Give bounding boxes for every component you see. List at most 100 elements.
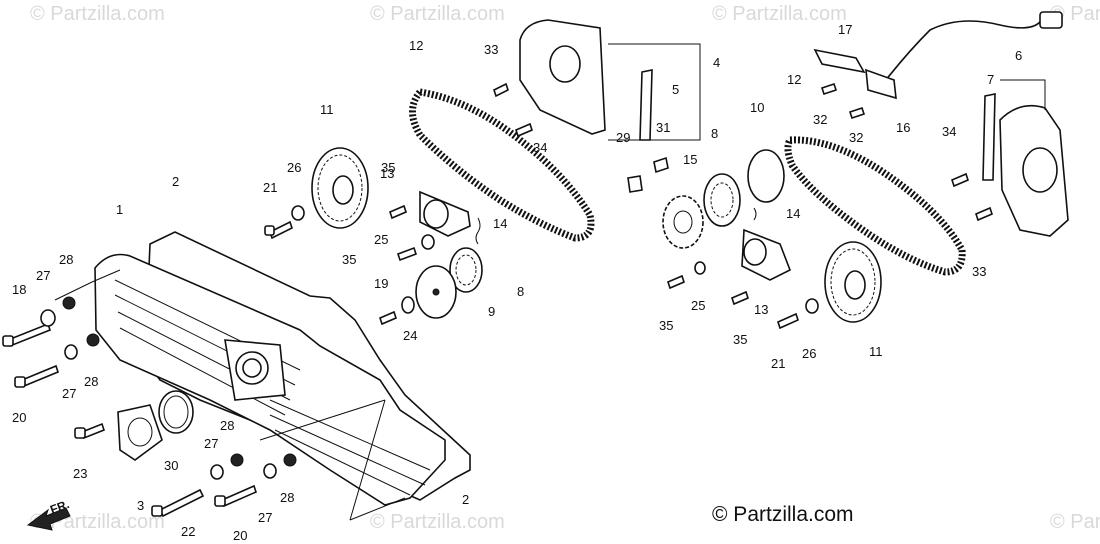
callout-27: 27 (204, 436, 218, 451)
callout-24: 24 (403, 328, 417, 343)
washer-26 (805, 298, 819, 314)
callout-35: 35 (659, 318, 673, 333)
callout-28: 28 (59, 252, 73, 267)
bolt-31 (653, 156, 669, 174)
cover-rib (274, 429, 411, 496)
sensor-16 (865, 68, 897, 100)
cover-rib (119, 327, 286, 416)
callout-18: 18 (12, 282, 26, 297)
callout-27: 27 (36, 268, 50, 283)
washer-27 (210, 464, 224, 480)
pulley-teeth (317, 154, 363, 222)
callout-2: 2 (172, 174, 179, 189)
leader (91, 269, 121, 283)
callout-23: 23 (73, 466, 87, 481)
cover-rib (269, 399, 431, 471)
washer-27 (40, 309, 56, 327)
callout-28: 28 (280, 490, 294, 505)
callout-25: 25 (691, 298, 705, 313)
cap-dome (127, 417, 153, 447)
callout-2: 2 (462, 492, 469, 507)
callout-13: 13 (380, 166, 394, 181)
callout-4: 4 (713, 55, 720, 70)
callout-30: 30 (164, 458, 178, 473)
watermark: © Partzilla.com (370, 511, 505, 533)
callout-28: 28 (220, 418, 234, 433)
sensor-wire (877, 20, 1041, 91)
bolt-22 (158, 488, 205, 518)
callout-26: 26 (802, 346, 816, 361)
watermarks: © Partzilla.com © Partzilla.com © Partzi… (30, 3, 1100, 533)
callout-26: 26 (287, 160, 301, 175)
callout-35: 35 (733, 332, 747, 347)
watermark: © Partzilla.com (1050, 511, 1100, 533)
bolt-21 (777, 312, 799, 330)
right-pulley-group (608, 11, 1069, 330)
callout-13: 13 (754, 302, 768, 317)
bolt-35 (389, 204, 407, 220)
spring-14-right (753, 207, 757, 221)
bolt-33 (975, 206, 993, 222)
callout-29: 29 (616, 130, 630, 145)
callout-numbers: 1 2 2 3 4 5 6 7 8 8 9 10 11 11 12 12 13 … (12, 22, 1022, 543)
callout-31: 31 (656, 120, 670, 135)
bracket-5 (639, 69, 653, 141)
callout-20: 20 (12, 410, 26, 425)
timing-belt (409, 88, 595, 242)
watermark: © Partzilla.com (712, 3, 847, 25)
bolt-34 (515, 122, 533, 138)
callout-8: 8 (711, 126, 718, 141)
back-cover-hole (549, 45, 581, 83)
bolt-head (14, 376, 26, 388)
callout-35: 35 (381, 160, 395, 175)
tensioner-roller (743, 238, 767, 266)
callout-15: 15 (683, 152, 697, 167)
bolt-21 (269, 220, 293, 240)
bolt-20 (221, 484, 257, 508)
callout-8: 8 (517, 284, 524, 299)
clip-29 (627, 175, 643, 193)
sprocket-15 (662, 195, 704, 249)
leader (259, 399, 386, 441)
bolt-head (264, 225, 275, 236)
bolt-35 (731, 290, 749, 306)
cover-hub-inner (242, 358, 262, 378)
bolt-head (2, 335, 14, 347)
callout-34: 34 (942, 124, 956, 139)
bolt-head (74, 427, 86, 439)
callout-14: 14 (786, 206, 800, 221)
bolt-head (214, 495, 226, 507)
callout-27: 27 (258, 510, 272, 525)
nut-28 (62, 296, 76, 310)
callout-10: 10 (750, 100, 764, 115)
right-cover-hole (1022, 147, 1058, 193)
callout-3: 3 (137, 498, 144, 513)
callout-9: 9 (488, 304, 495, 319)
leader (349, 399, 386, 521)
pulley-hub (844, 270, 866, 300)
bolt-35 (667, 274, 685, 290)
sprocket-hub (673, 210, 693, 234)
callout-28: 28 (84, 374, 98, 389)
nut-28 (86, 333, 100, 347)
direction-label: FR. (48, 497, 71, 517)
pulley-hub (332, 175, 354, 205)
bolt-34 (951, 172, 969, 188)
tensioner-roller (423, 199, 449, 229)
washer-26 (291, 205, 305, 221)
callout-32: 32 (813, 112, 827, 127)
pulley-teeth (455, 254, 477, 286)
copyright-text: © Partzilla.com (712, 503, 854, 526)
leader (349, 497, 406, 521)
washer-24 (401, 296, 415, 314)
callout-7: 7 (987, 72, 994, 87)
callout-17: 17 (838, 22, 852, 37)
callout-27: 27 (62, 386, 76, 401)
pulley-teeth (830, 248, 876, 316)
callout-25: 25 (374, 232, 388, 247)
watermark: © Partzilla.com (30, 3, 165, 25)
front-direction-arrow: FR. (26, 497, 71, 531)
callout-19: 19 (374, 276, 388, 291)
